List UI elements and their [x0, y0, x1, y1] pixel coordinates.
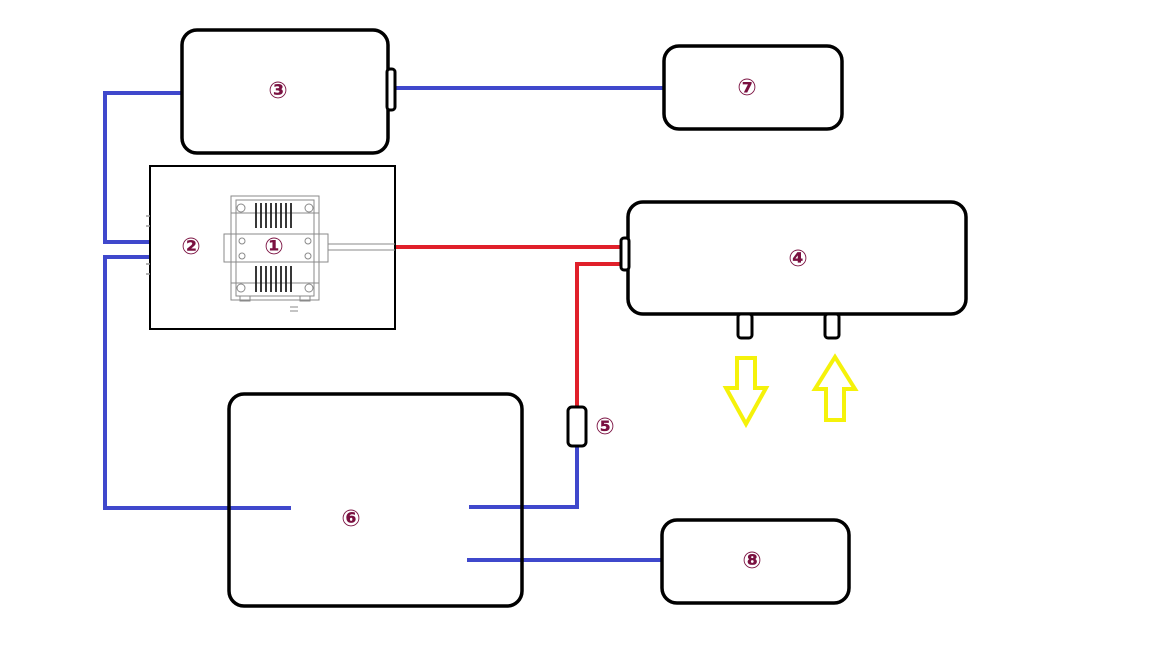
arrow-up — [811, 353, 859, 422]
label-3: ③ — [268, 78, 287, 104]
red-wires — [395, 245, 624, 407]
box-6 — [227, 392, 524, 608]
box-7 — [662, 44, 844, 131]
box-4-outlet-left — [736, 312, 754, 340]
label-6: ⑥ — [341, 506, 360, 532]
box-8 — [660, 518, 851, 605]
box-3-connector — [385, 67, 397, 112]
component-5 — [566, 405, 588, 448]
label-4: ④ — [788, 246, 807, 272]
wire-3-to-2 — [103, 91, 182, 244]
label-8: ⑧ — [742, 548, 761, 574]
wire-2-to-6 — [103, 255, 291, 510]
component-1-drawing — [223, 195, 395, 312]
label-2: ② — [181, 234, 200, 260]
wire-5-to-4 — [575, 262, 624, 407]
blue-wires — [103, 86, 664, 562]
box-2-side-ticks — [146, 215, 150, 275]
component-1-label-bg — [259, 235, 289, 261]
component-1-fins — [255, 203, 292, 292]
box-4-outlet-right — [823, 312, 841, 340]
label-1: ① — [264, 234, 283, 260]
box-4-connector — [619, 236, 631, 272]
wire-6-to-5 — [469, 446, 579, 509]
label-7: ⑦ — [737, 75, 756, 101]
label-5: ⑤ — [595, 414, 614, 440]
arrow-down — [722, 356, 770, 429]
